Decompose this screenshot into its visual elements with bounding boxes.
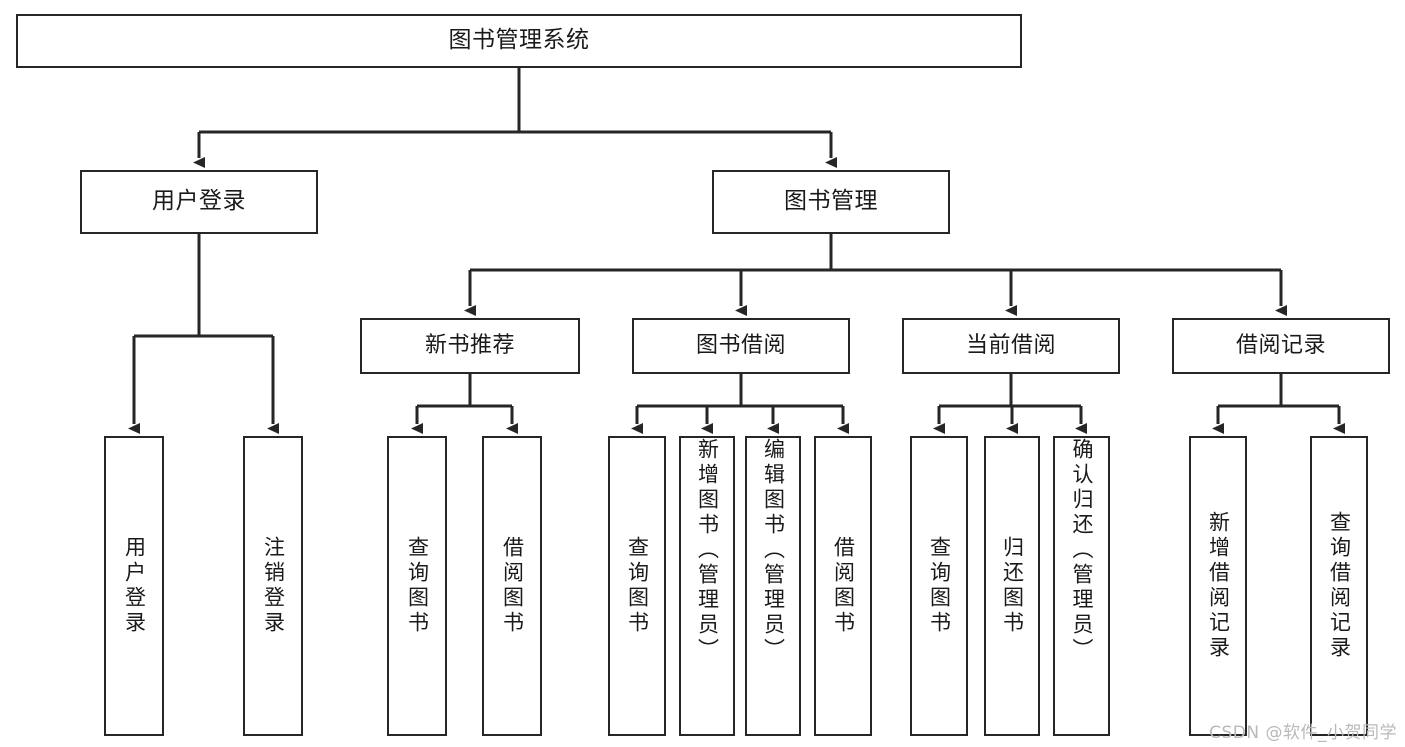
watermark: CSDN @软件_小贺同学 (1209, 723, 1397, 743)
node-label: 查询图书 (625, 536, 650, 636)
node-label: 新书推荐 (424, 333, 515, 359)
leaf-add-borrow-record[interactable]: 新增借阅记录 (1189, 436, 1247, 736)
leaf-edit-book-admin[interactable]: 编辑图书（管理员） (745, 436, 801, 736)
node-label: 借阅记录 (1235, 333, 1326, 359)
node-current-borrow[interactable]: 当前借阅 (902, 318, 1120, 374)
node-label: 查询图书 (927, 536, 952, 636)
node-label: 新增借阅记录 (1206, 511, 1231, 661)
node-label: 借阅图书 (831, 536, 856, 636)
leaf-borrow-books-recommend[interactable]: 借阅图书 (482, 436, 542, 736)
node-label: 查询图书 (405, 536, 430, 636)
node-label: 图书管理 (784, 188, 878, 215)
node-label: 编辑图书（管理员） (761, 438, 786, 663)
node-book-management[interactable]: 图书管理 (712, 170, 950, 234)
node-root-system[interactable]: 图书管理系统 (16, 14, 1022, 68)
node-label: 新增图书（管理员） (695, 438, 720, 663)
node-label: 当前借阅 (965, 333, 1056, 359)
leaf-query-books-recommend[interactable]: 查询图书 (387, 436, 447, 736)
node-label: 归还图书 (1000, 536, 1025, 636)
node-label: 图书管理系统 (448, 27, 590, 54)
node-borrow-records[interactable]: 借阅记录 (1172, 318, 1390, 374)
leaf-return-books[interactable]: 归还图书 (984, 436, 1040, 736)
leaf-borrow-books[interactable]: 借阅图书 (814, 436, 872, 736)
node-label: 确认归还（管理员） (1070, 438, 1094, 663)
leaf-query-borrow-record[interactable]: 查询借阅记录 (1310, 436, 1368, 736)
leaf-user-login[interactable]: 用户登录 (104, 436, 164, 736)
node-label: 图书借阅 (695, 333, 786, 359)
leaf-query-books-borrow[interactable]: 查询图书 (608, 436, 666, 736)
node-book-borrow[interactable]: 图书借阅 (632, 318, 850, 374)
node-user-login[interactable]: 用户登录 (80, 170, 318, 234)
leaf-query-books-current[interactable]: 查询图书 (910, 436, 968, 736)
node-label: 查询借阅记录 (1327, 511, 1352, 661)
node-label: 注销登录 (261, 536, 286, 636)
node-new-book-recommend[interactable]: 新书推荐 (360, 318, 580, 374)
leaf-confirm-return-admin[interactable]: 确认归还（管理员） (1053, 436, 1110, 736)
node-label: 用户登录 (122, 536, 147, 636)
leaf-user-logout[interactable]: 注销登录 (243, 436, 303, 736)
node-label: 用户登录 (152, 188, 246, 215)
node-label: 借阅图书 (500, 536, 525, 636)
leaf-add-book-admin[interactable]: 新增图书（管理员） (679, 436, 735, 736)
